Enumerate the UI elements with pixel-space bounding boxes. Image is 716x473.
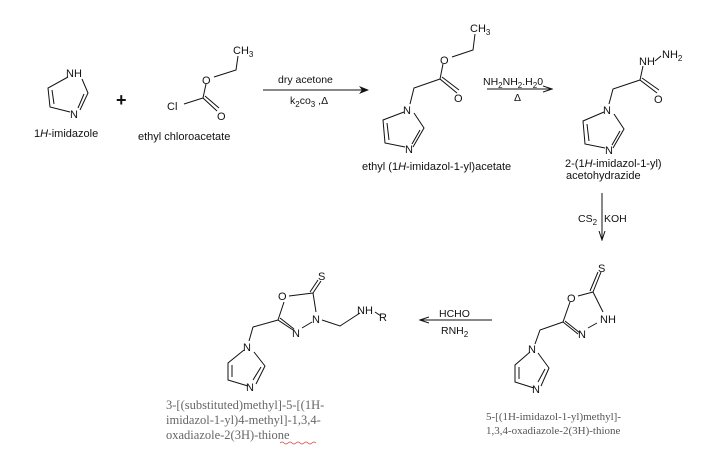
atom-n3-imidazole: N [246,382,254,394]
ester-structure: CH3 O O N N ethyl (1H-imidazol-1-yl)acet… [362,23,511,173]
oxadiazole-thione-name-line1: 5-[(1H-imidazol-1-yl)methyl]- [486,411,621,423]
reaction-arrow-step3: CS2 KOH [578,193,627,240]
spellcheck-underline [279,441,317,445]
mannich-base-name-line2: imidazol-1-yl)4-methyl]-1,3,4- [166,413,321,427]
step3-cs2: CS2 [578,213,598,227]
atom-n1: N [603,105,611,117]
atom-ch3: CH3 [470,23,491,37]
atom-n3: N [312,314,320,326]
mannich-base-structure: S O N N NH R N N 3-[(substituted)methyl]… [166,271,387,445]
atom-o-carbonyl: O [217,111,226,123]
atom-o: O [567,293,576,305]
imidazole-name: 1H-imidazole [34,128,98,140]
ethyl-chloroacetate-name: ethyl chloroacetate [138,131,230,143]
atom-nh: NH [639,56,655,68]
oxadiazole-thione-name-line2: 1,3,4-oxadiazole-2(3H)-thione [486,425,621,437]
atom-s: S [598,263,605,275]
atom-n3: N [605,145,613,157]
atom-n1: N [403,105,411,117]
step1-solvent: dry acetone [278,74,333,86]
step2-reagent: NH2NH2.H20 [483,76,543,90]
atom-cl: Cl [167,101,177,113]
mannich-base-name-line3: oxadiazole-2(3H)-thione [166,428,290,442]
step3-koh: KOH [604,213,627,225]
step4-formaldehyde: HCHO [439,308,470,320]
mannich-base-name-line1: 3-[(substituted)methyl]-5-[(1H- [166,398,324,412]
atom-o: O [278,291,287,303]
atom-n3: N [532,384,540,396]
atom-n3: N [405,144,413,156]
step1-reagent: k2co3 ,Δ [290,95,328,109]
hydrazide-name-line2: acetohydrazide [566,170,641,182]
atom-nh2: NH2 [662,49,683,63]
atom-ch3: CH3 [233,45,254,59]
atom-n: N [70,109,78,121]
ethyl-chloroacetate-structure: CH3 O O Cl ethyl chloroacetate [138,45,254,143]
step4-amine: RNH2 [441,325,469,339]
oxadiazole-thione-structure: S O NH N N N 5-[(1H-imidazol-1-yl)methyl… [486,263,621,437]
atom-nh: NH [357,305,373,317]
plus-sign: + [116,90,127,110]
atom-n4: N [292,328,300,340]
atom-o-ester: O [202,75,211,87]
reaction-arrow-step2: NH2NH2.H20 Δ [483,76,552,104]
hydrazide-name-line1: 2-(1H-imidazol-1-yl) [565,158,662,170]
step2-heat: Δ [514,92,521,104]
atom-n: N [578,329,586,341]
atom-r: R [379,312,387,324]
hydrazide-structure: NH NH2 O N N 2-(1H-imidazol-1-yl) acetoh… [565,49,683,182]
atom-nh: NH [66,68,82,80]
atom-n1: N [528,344,536,356]
ester-name: ethyl (1H-imidazol-1-yl)acetate [362,161,511,173]
atom-o: O [654,94,663,106]
reaction-arrow-step1: dry acetone k2co3 ,Δ [263,74,369,109]
imidazole-structure: NH N 1H-imidazole [34,68,98,140]
atom-nh: NH [600,314,616,326]
atom-o-carbonyl: O [454,93,463,105]
atom-n1: N [243,342,251,354]
reaction-arrow-step4: HCHO RNH2 [420,308,492,339]
atom-s: S [318,271,325,283]
atom-o-ester: O [440,55,449,67]
